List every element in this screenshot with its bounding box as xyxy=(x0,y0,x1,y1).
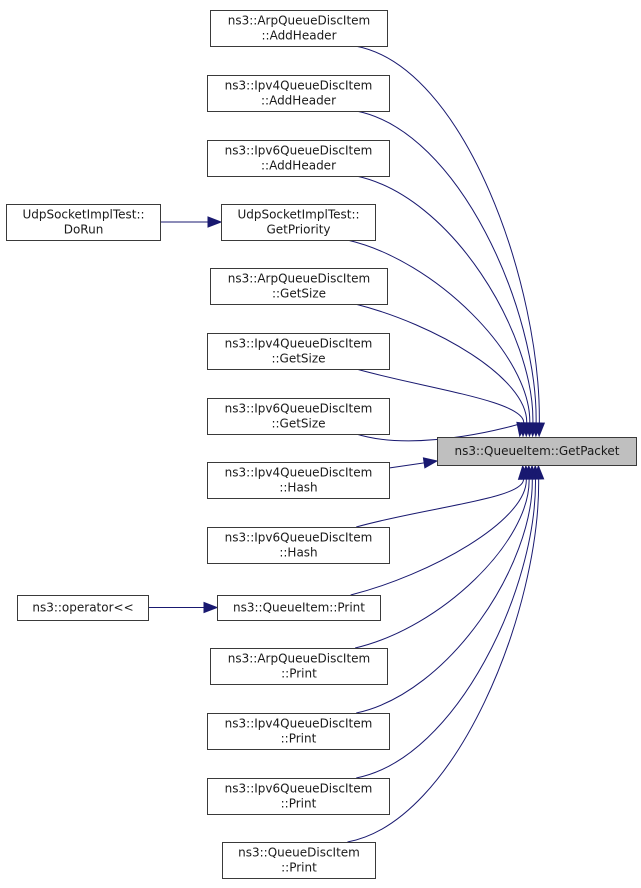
node-ipv6-print[interactable]: ns3::Ipv6QueueDiscItem::Print xyxy=(207,778,390,815)
edge-line xyxy=(356,478,536,779)
node-box[interactable] xyxy=(207,778,390,815)
arrowhead-icon xyxy=(422,457,439,469)
edge-operator_lshift-to-queueitem_print xyxy=(148,601,219,614)
node-box[interactable] xyxy=(207,333,390,370)
node-ipv4-hash[interactable]: ns3::Ipv4QueueDiscItem::Hash xyxy=(207,462,390,499)
node-ipv6-addheader[interactable]: ns3::Ipv6QueueDiscItem::AddHeader xyxy=(207,140,390,177)
node-box[interactable] xyxy=(207,713,390,750)
node-label: ns3::Ipv4QueueDiscItem xyxy=(225,466,373,480)
node-label: ::AddHeader xyxy=(261,94,336,108)
node-box[interactable] xyxy=(207,140,390,177)
node-ipv4-addheader[interactable]: ns3::Ipv4QueueDiscItem::AddHeader xyxy=(207,75,390,112)
node-box[interactable] xyxy=(221,204,376,241)
node-box[interactable] xyxy=(6,204,161,241)
node-box[interactable] xyxy=(210,268,388,305)
node-label: ::GetSize xyxy=(272,287,326,301)
node-label: ns3::QueueItem::Print xyxy=(233,601,365,615)
node-box[interactable] xyxy=(207,398,390,435)
node-label: ns3::Ipv6QueueDiscItem xyxy=(225,531,373,545)
node-box[interactable] xyxy=(222,842,376,879)
node-label: ns3::Ipv4QueueDiscItem xyxy=(225,717,373,731)
node-box[interactable] xyxy=(207,527,390,564)
node-arp-addheader[interactable]: ns3::ArpQueueDiscItem::AddHeader xyxy=(210,10,388,47)
node-label: ns3::QueueDiscItem xyxy=(238,846,360,860)
node-ipv6-hash[interactable]: ns3::Ipv6QueueDiscItem::Hash xyxy=(207,527,390,564)
node-label: ::Print xyxy=(281,861,317,875)
arrowhead-icon xyxy=(203,601,219,614)
edge-line xyxy=(356,110,537,424)
node-label: UdpSocketImplTest:: xyxy=(237,208,359,222)
node-box[interactable] xyxy=(217,595,381,621)
edge-line xyxy=(355,303,528,424)
edge-line xyxy=(388,462,425,469)
node-label: ns3::ArpQueueDiscItem xyxy=(228,272,371,286)
node-label: ::Hash xyxy=(279,481,317,495)
edge-queuedisc_print-to-getpacket xyxy=(347,464,545,843)
edge-line xyxy=(347,239,531,424)
node-udp-getpriority[interactable]: UdpSocketImplTest::GetPriority xyxy=(221,204,376,241)
node-label: ns3::operator<< xyxy=(32,601,133,615)
node-label: ::GetSize xyxy=(271,352,325,366)
node-queuedisc-print[interactable]: ns3::QueueDiscItem::Print xyxy=(222,842,376,879)
node-label: ns3::Ipv6QueueDiscItem xyxy=(225,402,373,416)
node-label: GetPriority xyxy=(266,223,330,237)
node-label: ns3::ArpQueueDiscItem xyxy=(228,14,371,28)
node-arp-print[interactable]: ns3::ArpQueueDiscItem::Print xyxy=(210,648,388,685)
node-label: ::Print xyxy=(281,667,317,681)
node-label: ns3::Ipv6QueueDiscItem xyxy=(225,144,373,158)
node-ipv6-getsize[interactable]: ns3::Ipv6QueueDiscItem::GetSize xyxy=(207,398,390,435)
edge-ipv6_addheader-to-getpacket xyxy=(356,175,539,438)
node-box[interactable] xyxy=(210,648,388,685)
node-ipv4-print[interactable]: ns3::Ipv4QueueDiscItem::Print xyxy=(207,713,390,750)
edge-ipv4_hash-to-getpacket xyxy=(388,457,439,469)
node-label: ::Hash xyxy=(279,546,317,560)
node-label: DoRun xyxy=(64,223,104,237)
node-label: ::Print xyxy=(281,797,317,811)
arrowhead-icon xyxy=(532,464,545,480)
node-label: ns3::ArpQueueDiscItem xyxy=(228,652,371,666)
arrowhead-icon xyxy=(207,216,223,228)
edges xyxy=(148,45,546,843)
edge-ipv6_getsize-to-getpacket xyxy=(356,421,528,442)
node-label: ::Print xyxy=(281,732,317,746)
edge-line xyxy=(356,478,533,714)
edge-line xyxy=(355,45,540,424)
edge-line xyxy=(350,478,527,596)
node-queueitem-print[interactable]: ns3::QueueItem::Print xyxy=(217,595,381,621)
node-label: ns3::Ipv4QueueDiscItem xyxy=(225,337,373,351)
node-label: ns3::QueueItem::GetPacket xyxy=(454,444,619,458)
node-operator-lshift[interactable]: ns3::operator<< xyxy=(17,595,149,621)
node-box[interactable] xyxy=(437,437,637,466)
target-node[interactable]: ns3::QueueItem::GetPacket xyxy=(437,437,637,466)
nodes: ns3::ArpQueueDiscItem::AddHeaderns3::Ipv… xyxy=(6,10,637,879)
node-label: ::AddHeader xyxy=(261,29,336,43)
arrowhead-icon xyxy=(516,421,528,438)
node-udp-dorun[interactable]: UdpSocketImplTest::DoRun xyxy=(6,204,161,241)
node-label: UdpSocketImplTest:: xyxy=(22,208,144,222)
edge-line xyxy=(355,478,530,649)
node-label: ns3::Ipv4QueueDiscItem xyxy=(225,79,373,93)
node-box[interactable] xyxy=(17,595,149,621)
node-label: ::GetSize xyxy=(271,417,325,431)
node-ipv4-getsize[interactable]: ns3::Ipv4QueueDiscItem::GetSize xyxy=(207,333,390,370)
edge-line xyxy=(356,175,534,424)
node-box[interactable] xyxy=(207,75,390,112)
edge-udp_dorun-to-udp_getpriority xyxy=(160,216,223,228)
node-arp-getsize[interactable]: ns3::ArpQueueDiscItem::GetSize xyxy=(210,268,388,305)
edge-line xyxy=(356,368,525,424)
node-label: ::AddHeader xyxy=(261,159,336,173)
node-label: ns3::Ipv6QueueDiscItem xyxy=(225,782,373,796)
edge-line xyxy=(347,478,540,843)
edge-line xyxy=(356,478,524,528)
node-box[interactable] xyxy=(210,10,388,47)
node-box[interactable] xyxy=(207,462,390,499)
